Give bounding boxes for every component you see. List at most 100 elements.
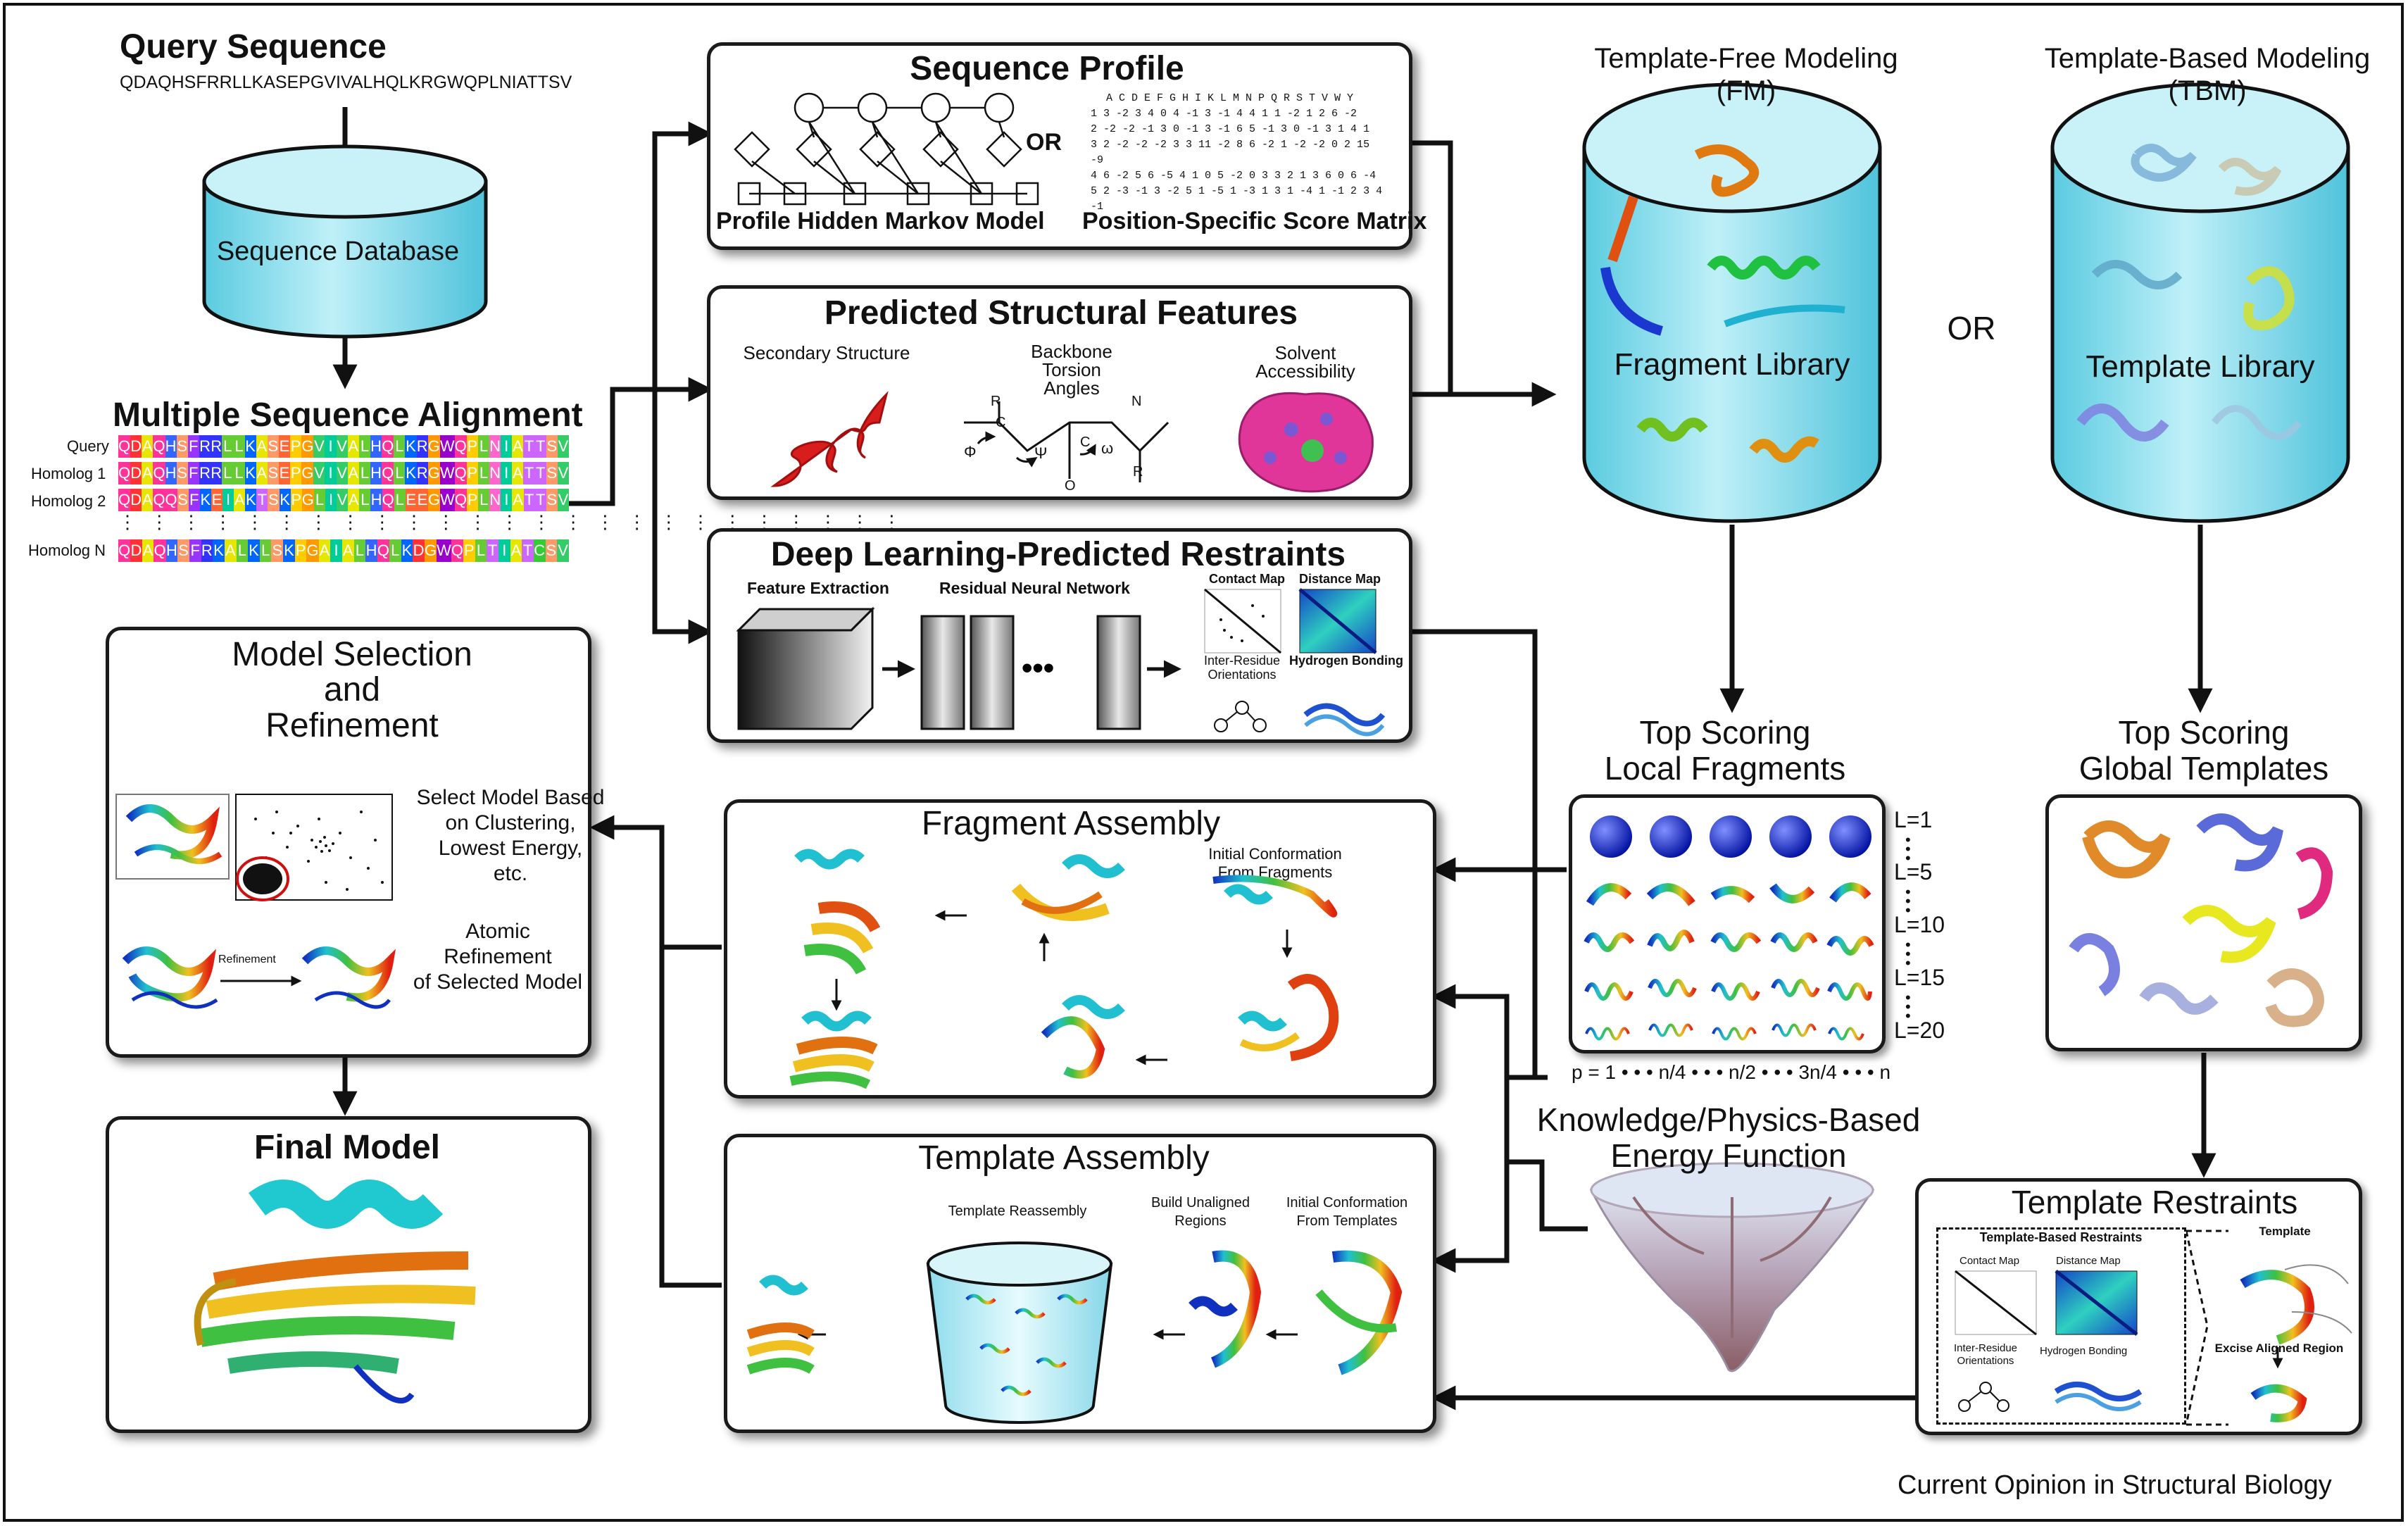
- restraint-hydrogen-bonding-label: Hydrogen Bonding: [2040, 1345, 2128, 1357]
- template-label: Template: [2259, 1225, 2311, 1238]
- msa-residue: L: [394, 489, 406, 511]
- msa-residue: A: [224, 539, 237, 562]
- template-free-title-line: Template-Free Modeling: [1594, 43, 1898, 74]
- structural-features-panel: Predicted Structural Features Secondary …: [707, 285, 1412, 500]
- template-restraints-panel: Template Restraints Template-Based Restr…: [1915, 1178, 2362, 1435]
- atomic-refinement-line: Refinement: [444, 945, 552, 968]
- initial-conformation-line: From Templates: [1296, 1213, 1398, 1229]
- length-dots: •••: [1905, 831, 1911, 868]
- hmm-diagram: [734, 92, 1039, 206]
- model-selection-title-line: Refinement: [265, 706, 439, 744]
- msa-residue: A: [510, 539, 522, 562]
- msa-residue: D: [130, 462, 142, 484]
- template-library-contents: [2076, 144, 2302, 442]
- msa-residue: Q: [382, 435, 394, 458]
- msa-residue: K: [199, 489, 211, 511]
- backbone-atom-r: R: [991, 394, 1001, 409]
- msa-to-features-connector: [569, 377, 713, 506]
- fragment-library-label: Fragment Library: [1614, 347, 1850, 382]
- reassembly-bucket: [926, 1242, 1113, 1424]
- msa-residue: S: [267, 435, 279, 458]
- psi-label: Ψ: [1034, 444, 1048, 462]
- profile-to-fm-connector: [1412, 140, 1453, 394]
- restraint-inter-residue-label: Inter-Residue Orientations: [1954, 1342, 2017, 1368]
- pssm-row: 1 3 -2 3 4 0 4 -1 3 -1 4 4 1 1 -2 1 2 6 …: [1091, 108, 1357, 120]
- backbone-label: Backbone Torsion Angles: [1031, 342, 1112, 397]
- select-model-text: Select Model Based on Clustering, Lowest…: [417, 785, 605, 887]
- template-assembly-structures: [746, 1242, 1403, 1424]
- omega-label: ω: [1101, 439, 1114, 457]
- select-model-line: Lowest Energy,: [438, 837, 583, 860]
- orientation-and-hbond-icons: [1214, 701, 1386, 737]
- msa-residue: Q: [118, 489, 131, 511]
- fragment-assembly-title: Fragment Assembly: [921, 805, 1221, 842]
- build-unaligned-line: Build Unaligned: [1150, 1195, 1250, 1211]
- fragment-assembly-to-selection-connector: [589, 815, 722, 950]
- msa-residue: Q: [153, 539, 166, 562]
- msa-residue: I: [501, 489, 513, 511]
- template-based-restraints-label: Template-Based Restraints: [1979, 1230, 2143, 1244]
- msa-residue: L: [478, 489, 490, 511]
- msa-residue: H: [370, 462, 382, 484]
- model-selection-panel: Model Selection and Refinement Select Mo…: [106, 627, 604, 1058]
- msa-residue: R: [416, 435, 428, 458]
- energy-to-fragment-assembly-connector: [1431, 984, 1535, 1080]
- msa-residue: S: [271, 539, 284, 562]
- helix-icon: [770, 391, 889, 487]
- sequence-database-label: Sequence Database: [216, 237, 460, 266]
- structural-features-title: Predicted Structural Features: [824, 294, 1298, 332]
- msa-residue: I: [325, 489, 337, 511]
- backbone-label-line: Backbone: [1031, 341, 1112, 362]
- energy-landscape-surface: [1589, 1162, 1875, 1372]
- msa-residue: A: [142, 539, 154, 562]
- dl-to-energy-connector: [1412, 629, 1548, 1080]
- feature-extraction-label: Feature Extraction: [747, 579, 889, 597]
- fragment-assembly-panel: Fragment Assembly Initial Conformation F…: [724, 799, 1436, 1099]
- template-based-title-line: (TBM): [2168, 75, 2247, 106]
- msa-residue: F: [187, 435, 199, 458]
- template-excise-diagram: [2186, 1230, 2352, 1426]
- msa-residue: T: [523, 435, 535, 458]
- top-global-title: Top Scoring Global Templates: [2079, 715, 2329, 786]
- msa-residue: F: [189, 539, 201, 562]
- deep-learning-panel: Deep Learning-Predicted Restraints Featu…: [707, 528, 1412, 743]
- msa-row-label: Homolog 2: [31, 492, 106, 510]
- hydrogen-bonding-label: Hydrogen Bonding: [1289, 653, 1403, 668]
- msa-residue: P: [466, 435, 478, 458]
- msa-residue: G: [427, 462, 440, 484]
- backbone-label-line: Angles: [1043, 377, 1100, 399]
- msa-residue: V: [557, 539, 569, 562]
- msa-residue: F: [188, 489, 200, 511]
- pssm-row: 4 6 -2 5 6 -5 4 1 0 5 -2 0 3 3 2 1 3 6 0…: [1091, 170, 1377, 182]
- msa-residue: A: [512, 489, 524, 511]
- msa-residue: L: [313, 489, 326, 511]
- msa-residue: A: [142, 435, 153, 458]
- global-templates-panel: [2045, 794, 2362, 1051]
- msa-residue: L: [259, 539, 272, 562]
- sequence-profile-title: Sequence Profile: [910, 50, 1184, 87]
- msa-residue: C: [533, 539, 546, 562]
- msa-residue: K: [405, 435, 417, 458]
- phi-label: Φ: [964, 443, 977, 461]
- msa-residue: N: [489, 435, 501, 458]
- msa-residue: V: [313, 435, 325, 458]
- msa-residue: Q: [118, 539, 131, 562]
- msa-residue: K: [283, 539, 295, 562]
- restraint-maps: [1955, 1270, 2138, 1336]
- msa-residue: L: [233, 435, 245, 458]
- local-fragments-panel: [1569, 794, 1886, 1053]
- msa-residue: R: [416, 462, 428, 484]
- solvent-label-line: Accessibility: [1255, 361, 1355, 382]
- msa-residue: T: [256, 489, 268, 511]
- inter-residue-label: Inter-Residue Orientations: [1204, 653, 1280, 682]
- distance-map-label: Distance Map: [1299, 572, 1381, 586]
- select-model-line: etc.: [493, 862, 528, 885]
- template-reassembly-label: Template Reassembly: [948, 1203, 1087, 1219]
- clustering-scatter: [115, 794, 393, 901]
- msa-residue: E: [416, 489, 429, 511]
- msa-row-label: Homolog N: [28, 542, 106, 559]
- msa-residue: D: [413, 539, 425, 562]
- model-selection-title-line: Model Selection: [232, 636, 472, 673]
